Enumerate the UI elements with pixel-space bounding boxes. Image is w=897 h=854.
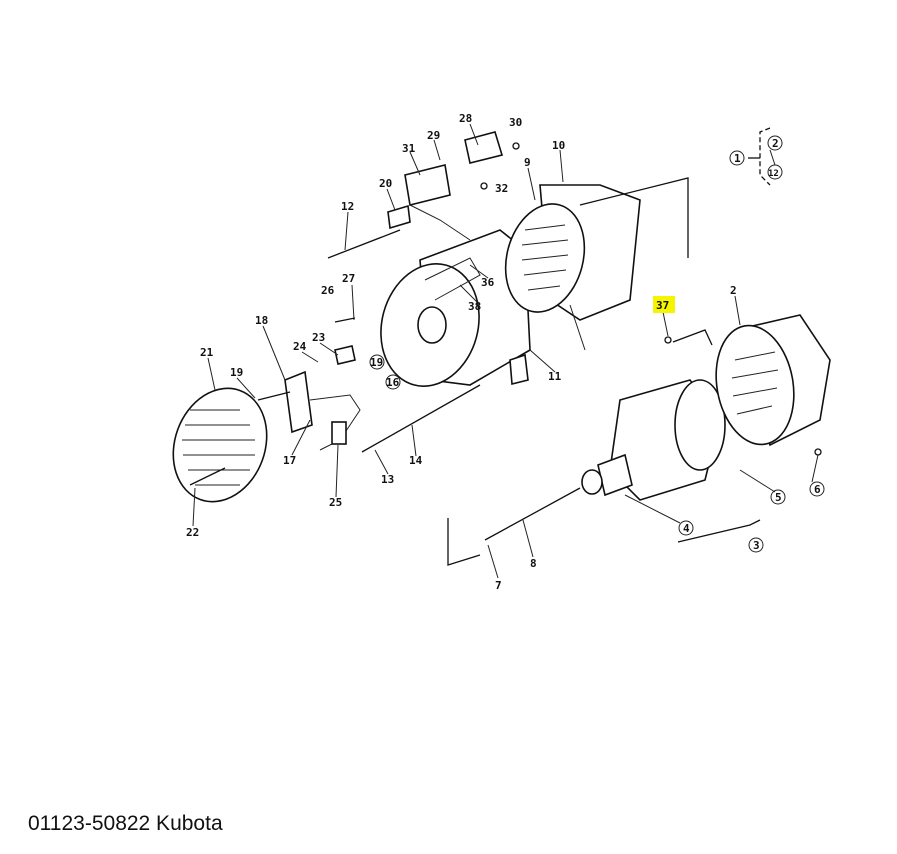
part-label-25[interactable]: 25 [329,496,342,509]
part-label-29[interactable]: 29 [427,129,440,142]
part-label-12[interactable]: 12 [341,200,354,213]
part-number-labels: 28 30 29 31 10 9 20 32 12 27 26 36 38 37… [186,112,825,592]
part-label-14[interactable]: 14 [409,454,423,467]
part-label-17[interactable]: 17 [283,454,296,467]
part-label-6-circled[interactable]: 6 [814,483,821,496]
rear-cover-part [172,387,268,503]
group-bracket-lines [447,127,771,566]
part-label-8[interactable]: 8 [530,557,537,570]
front-housing-part [380,229,531,387]
exploded-parts-diagram: 28 30 29 31 10 9 20 32 12 27 26 36 38 37… [172,112,831,592]
part-label-28[interactable]: 28 [459,112,472,125]
part-label-13[interactable]: 13 [381,473,394,486]
part-label-10[interactable]: 10 [552,139,565,152]
part-label-26[interactable]: 26 [321,284,335,297]
part-label-21[interactable]: 21 [200,346,214,359]
part-label-12-circled[interactable]: 12 [768,169,779,179]
part-label-24[interactable]: 24 [293,340,307,353]
brush-holder-part [387,131,504,241]
part-label-11[interactable]: 11 [548,370,562,383]
part-label-27[interactable]: 27 [342,272,355,285]
part-label-16-circled[interactable]: 16 [386,376,400,389]
part-label-23[interactable]: 23 [312,331,325,344]
part-label-4-circled[interactable]: 4 [683,522,690,535]
part-label-31[interactable]: 31 [402,142,416,155]
part-label-18[interactable]: 18 [255,314,268,327]
part-label-30[interactable]: 30 [509,116,522,129]
fan-cover-part [715,314,831,447]
part-label-20[interactable]: 20 [379,177,392,190]
part-label-1-circled[interactable]: 1 [734,152,741,165]
part-label-38[interactable]: 38 [468,300,481,313]
part-label-9[interactable]: 9 [524,156,531,169]
part-label-7[interactable]: 7 [495,579,502,592]
part-label-3-circled[interactable]: 3 [753,539,760,552]
part-label-2[interactable]: 2 [730,284,737,297]
stator-part [504,184,641,351]
shafts-and-bolts [189,142,822,541]
regulator-part [284,345,361,451]
part-label-2-circled[interactable]: 2 [772,137,779,150]
part-label-5-circled[interactable]: 5 [775,491,782,504]
part-label-37[interactable]: 37 [656,299,669,312]
part-label-36[interactable]: 36 [481,276,495,289]
part-label-22[interactable]: 22 [186,526,199,539]
leader-lines [192,123,819,579]
part-label-19-circled[interactable]: 19 [370,356,383,369]
rotor-part [581,379,726,501]
part-label-32[interactable]: 32 [495,182,508,195]
highlight-37 [653,296,675,313]
part-number-caption: 01123-50822 Kubota [28,812,223,835]
part-label-19[interactable]: 19 [230,366,243,379]
